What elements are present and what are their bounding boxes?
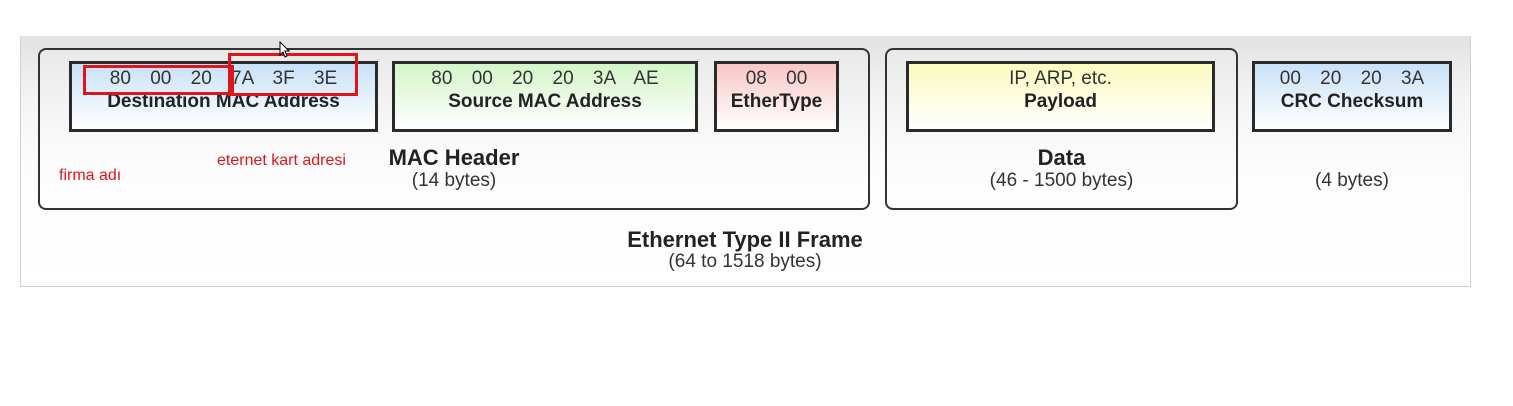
- crc-label: CRC Checksum: [1280, 91, 1424, 112]
- mouse-cursor-icon: [279, 41, 291, 58]
- payload-label: Payload: [1024, 91, 1097, 112]
- ethertype-label: EtherType: [730, 91, 823, 112]
- destination-mac-field: 80 00 20 7A 3F 3E Destination MAC Addres…: [69, 61, 378, 132]
- kart-annotation: eternet kart adresi: [217, 152, 346, 169]
- data-size: (46 - 1500 bytes): [989, 170, 1134, 191]
- crc-hex: 00 20 20 3A: [1279, 68, 1425, 89]
- source-mac-field: 80 00 20 20 3A AE Source MAC Address: [392, 61, 698, 132]
- data-title: Data: [1037, 145, 1086, 170]
- destination-mac-hex: 80 00 20 7A 3F 3E: [109, 68, 338, 89]
- crc-size: (4 bytes): [1315, 170, 1389, 191]
- mac-header-title: MAC Header: [388, 145, 520, 170]
- company-id-highlight: [83, 65, 234, 95]
- source-mac-hex: 80 00 20 20 3A AE: [431, 68, 659, 89]
- nic-address-highlight: [228, 53, 358, 96]
- ethertype-field: 08 00 EtherType: [714, 61, 839, 132]
- crc-field: 00 20 20 3A CRC Checksum: [1252, 61, 1452, 132]
- frame-title: Ethernet Type II Frame: [627, 227, 863, 252]
- payload-hex: IP, ARP, etc.: [1009, 68, 1112, 89]
- payload-field: IP, ARP, etc. Payload: [906, 61, 1215, 132]
- firma-annotation: firma adı: [59, 167, 122, 184]
- ethertype-hex: 08 00: [745, 68, 808, 89]
- source-mac-label: Source MAC Address: [448, 91, 642, 112]
- destination-mac-label: Destination MAC Address: [107, 91, 340, 112]
- frame-size: (64 to 1518 bytes): [668, 251, 822, 272]
- mac-header-size: (14 bytes): [411, 170, 497, 191]
